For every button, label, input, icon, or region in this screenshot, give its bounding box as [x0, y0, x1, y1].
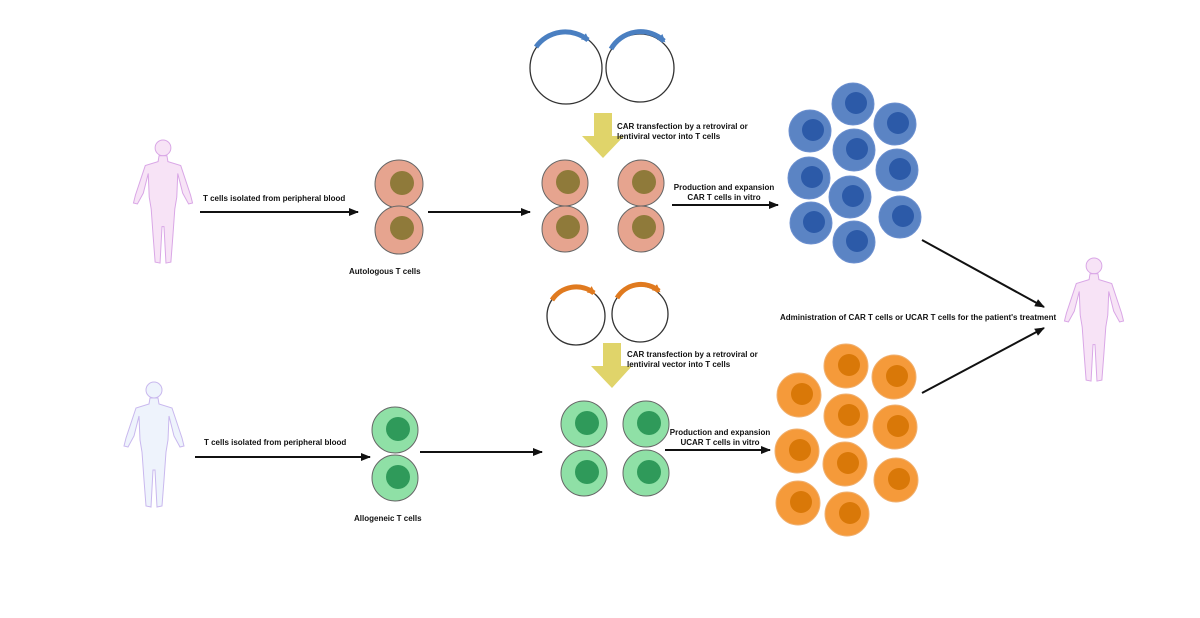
- car-t-cell: [789, 201, 833, 245]
- t-cell: [374, 159, 424, 209]
- expansion-bottom-label: Production and expansion UCAR T cells in…: [669, 428, 771, 447]
- car-t-cell: [831, 82, 875, 126]
- car-t-cell: [878, 195, 922, 239]
- ucar-t-cell: [872, 404, 918, 450]
- car-t-cell: [788, 109, 832, 153]
- allogeneic-label: Allogeneic T cells: [354, 514, 422, 523]
- allogeneic-t-cells: [371, 406, 419, 502]
- transfection-top-label: CAR transfection by a retroviral or lent…: [617, 122, 748, 141]
- vector-bottom-left-icon: [546, 284, 606, 346]
- administration-label: Administration of CAR T cells or UCAR T …: [780, 313, 1057, 322]
- autologous-label: Autologous T cells: [349, 267, 421, 276]
- t-cell: [541, 159, 589, 207]
- patient-human-icon: [1063, 257, 1125, 382]
- ucar-t-cell: [775, 480, 821, 526]
- down-arrow-top-icon: [582, 113, 624, 158]
- ucar-t-cell: [824, 491, 870, 537]
- car-t-cell: [828, 175, 872, 219]
- car-t-cell-cluster: [787, 82, 922, 264]
- ucar-t-cell: [871, 354, 917, 400]
- donor-bottom-human-icon: [123, 381, 185, 508]
- ucar-t-cell: [776, 372, 822, 418]
- car-t-cell: [873, 102, 917, 146]
- car-t-cell: [832, 128, 876, 172]
- arrow-ucar-to-patient: [921, 327, 1045, 394]
- down-arrow-bottom-icon: [591, 343, 632, 388]
- t-cell: [622, 449, 670, 497]
- t-cell: [371, 454, 419, 502]
- transfection-bottom-label: CAR transfection by a retroviral or lent…: [627, 350, 758, 369]
- t-cell: [617, 159, 665, 207]
- car-t-cell: [875, 148, 919, 192]
- flow-arrows: [195, 201, 1045, 461]
- vector-top-left-icon: [529, 29, 603, 105]
- transfected-autologous-t-cells: [541, 159, 665, 253]
- t-cell: [617, 205, 665, 253]
- t-cell: [371, 406, 419, 454]
- car-t-cell: [787, 156, 831, 200]
- ucar-t-cell: [823, 393, 869, 439]
- vector-top-right-icon: [605, 29, 675, 103]
- expansion-top-label: Production and expansion CAR T cells in …: [673, 183, 775, 202]
- donor-top-human-icon: [132, 139, 194, 264]
- t-cell: [560, 400, 608, 448]
- vector-bottom-right-icon: [611, 282, 669, 343]
- t-cell: [560, 449, 608, 497]
- autologous-t-cells: [374, 159, 424, 255]
- isolation-top-label: T cells isolated from peripheral blood: [203, 194, 346, 203]
- t-cell: [541, 205, 589, 253]
- ucar-t-cell: [774, 428, 820, 474]
- ucar-t-cell-cluster: [774, 343, 919, 537]
- car-t-cell: [832, 220, 876, 264]
- arrow-car-to-patient: [921, 239, 1045, 308]
- ucar-t-cell: [873, 457, 919, 503]
- ucar-t-cell: [822, 441, 868, 487]
- ucar-t-cell: [823, 343, 869, 389]
- transfected-allogeneic-t-cells: [560, 400, 670, 497]
- t-cell: [374, 205, 424, 255]
- t-cell: [622, 400, 670, 448]
- isolation-bottom-label: T cells isolated from peripheral blood: [204, 438, 347, 447]
